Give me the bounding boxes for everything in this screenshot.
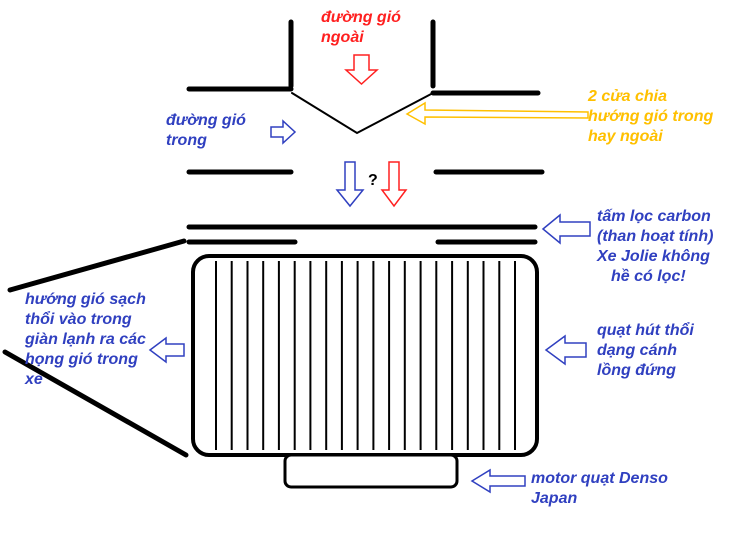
filter-label-line: Xe Jolie không bbox=[597, 248, 710, 265]
doors-label: 2 cửa chia hướng gió trong hay ngoài bbox=[588, 87, 713, 147]
fan-housing bbox=[191, 254, 539, 457]
motor-pointer-arrow-icon bbox=[470, 468, 526, 494]
duct-walls bbox=[2, 19, 545, 458]
filter-label-line: hề có lọc! bbox=[597, 267, 713, 287]
fan-label-line: quạt hút thổi bbox=[597, 322, 694, 339]
clean-air-label: hướng gió sạch thổi vào trong giàn lạnh … bbox=[25, 290, 146, 390]
inside-air-label: đường gió trong bbox=[166, 111, 246, 151]
inside-air-label-line: trong bbox=[166, 132, 207, 149]
outside-air-label: đường gió ngoài bbox=[321, 8, 401, 48]
outlet-duct-upper bbox=[7, 238, 187, 293]
doors-label-line: hay ngoài bbox=[588, 128, 663, 145]
inside-air-label-line: đường gió bbox=[166, 112, 246, 129]
motor-label: motor quạt Denso Japan bbox=[531, 469, 668, 509]
inside-air-right-arrow-icon bbox=[270, 119, 297, 145]
fan-blades bbox=[215, 261, 516, 450]
filter-label-line: (than hoạt tính) bbox=[597, 228, 714, 245]
fan-cage bbox=[191, 254, 539, 457]
doors-label-line: hướng gió trong bbox=[588, 108, 714, 125]
outside-air-label-line: ngoài bbox=[321, 29, 364, 46]
fan-label-line: lồng đứng bbox=[597, 362, 676, 379]
outside-flow-down-arrow-icon bbox=[380, 161, 408, 208]
clean-air-label-line: thổi vào trong bbox=[25, 311, 132, 328]
intake-down-arrow-icon bbox=[344, 54, 379, 86]
outside-air-label-line: đường gió bbox=[321, 9, 401, 26]
unknown-mark: ? bbox=[368, 172, 378, 189]
doors-label-line: 2 cửa chia bbox=[588, 88, 668, 105]
filter-pointer-arrow-icon bbox=[541, 213, 591, 245]
motor bbox=[283, 453, 459, 489]
clean-air-label-line: họng gió trong bbox=[25, 351, 138, 368]
clean-air-label-line: xe bbox=[25, 371, 43, 388]
fan-label-line: dạng cánh bbox=[597, 342, 678, 359]
motor-label-line: Japan bbox=[531, 490, 578, 507]
doors-pointer-arrow-icon bbox=[405, 101, 589, 126]
clean-air-label-line: giàn lạnh ra các bbox=[25, 331, 146, 348]
clean-air-left-arrow-icon bbox=[148, 336, 185, 364]
filter-label-line: tấm lọc carbon bbox=[597, 208, 711, 225]
fan-label: quạt hút thổi dạng cánh lồng đứng bbox=[597, 321, 694, 381]
flap-doors bbox=[291, 92, 434, 135]
clean-air-label-line: hướng gió sạch bbox=[25, 291, 146, 308]
motor-label-line: motor quạt Denso bbox=[531, 470, 668, 487]
filter-label-text: hề có lọc! bbox=[611, 268, 686, 285]
fan-pointer-arrow-icon bbox=[544, 334, 587, 366]
outlet-duct-lower bbox=[2, 349, 189, 458]
filter-label: tấm lọc carbon (than hoạt tính) Xe Jolie… bbox=[597, 207, 713, 287]
inside-flow-down-arrow-icon bbox=[335, 161, 365, 208]
